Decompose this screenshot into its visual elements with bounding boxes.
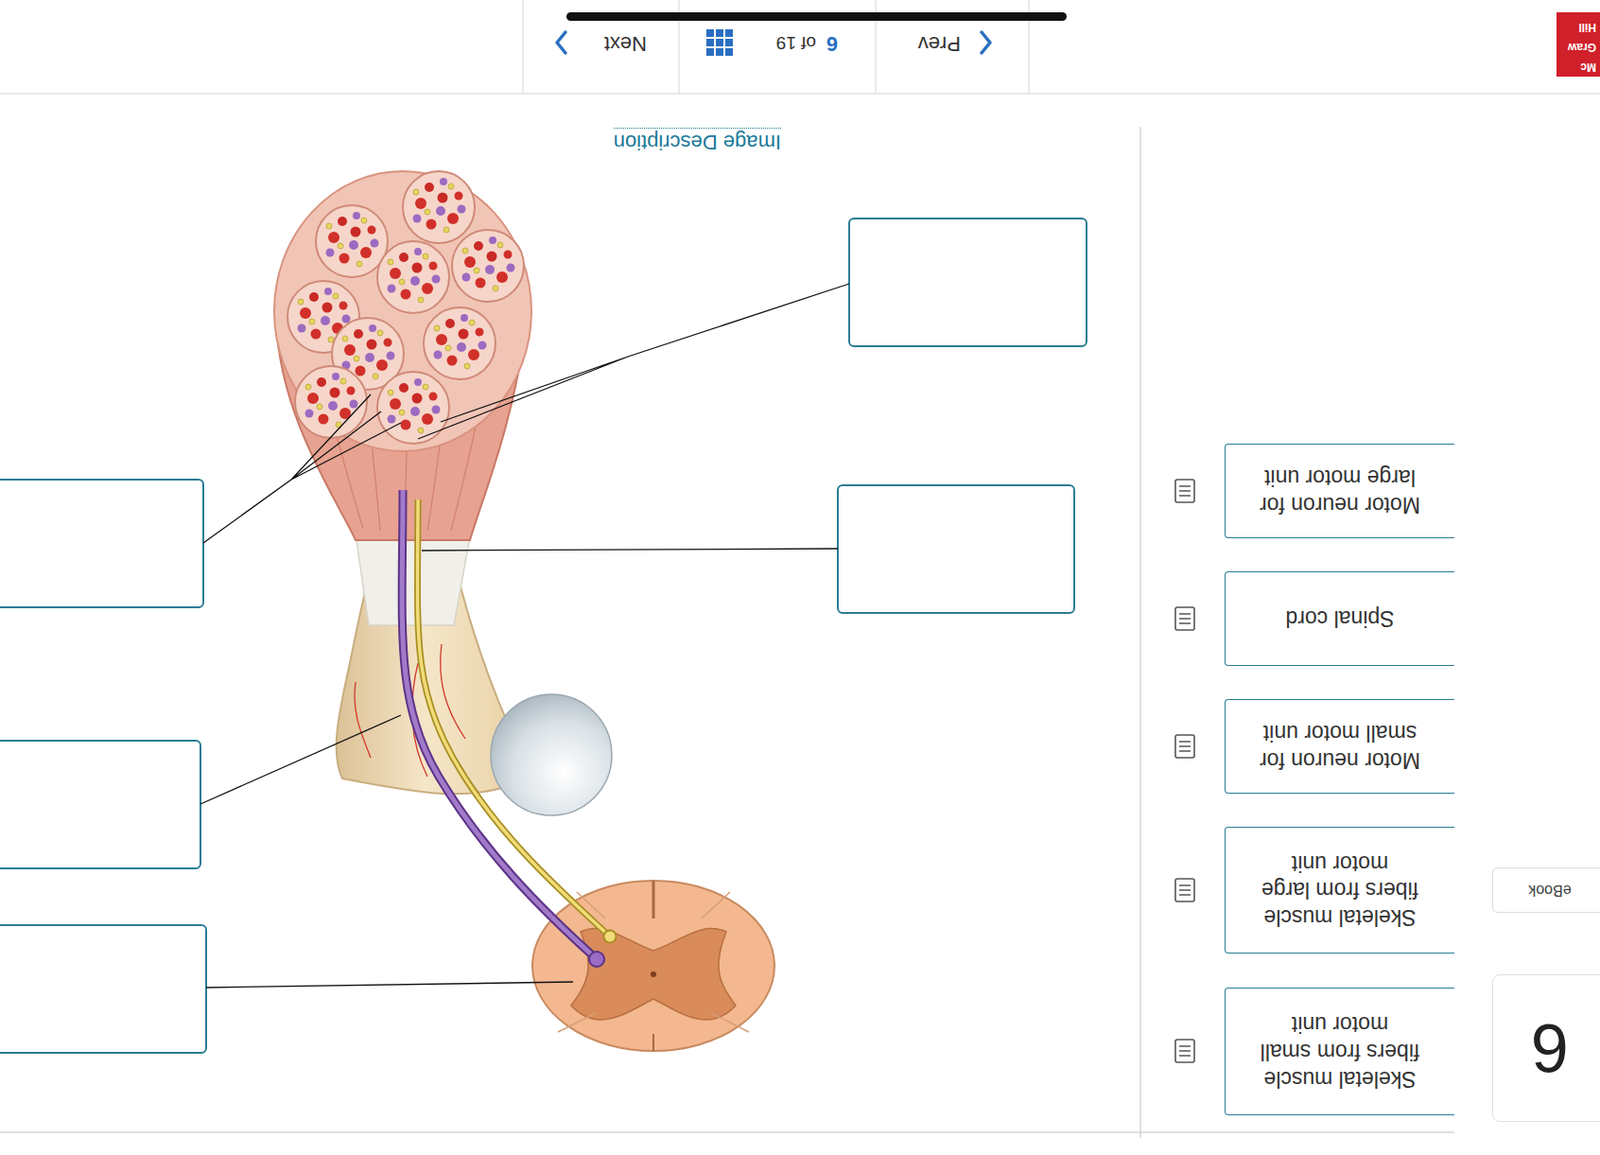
answer-label-box: Skeletal muscle fibers from large motor … (1224, 826, 1455, 954)
answer-label-box: Spinal cord (1224, 571, 1455, 666)
logo-text: Mc (1580, 60, 1597, 74)
answer-label-box: Skeletal muscle fibers from small motor … (1224, 987, 1455, 1115)
question-number-box: 6 (1492, 973, 1600, 1122)
box-text: eBook (1528, 881, 1571, 899)
ebook-button: eBook (1492, 867, 1600, 913)
box-text: Motor neuron for small motor unit (1242, 718, 1438, 774)
answer-label-box: Motor neuron for small motor unit (1224, 698, 1455, 794)
box-text: 6 (1530, 1008, 1569, 1087)
logo-text: Graw (1567, 40, 1597, 54)
page-current: 6 (826, 31, 838, 56)
nav-prev: Prev (918, 31, 961, 56)
logo-text: Hill (1578, 20, 1597, 35)
page-total: of 19 (776, 31, 817, 53)
box-text: Spinal cord (1285, 605, 1394, 633)
box-text: Motor neuron for large motor unit (1242, 463, 1438, 519)
nav-next: Next (604, 31, 647, 56)
box-text: Skeletal muscle fibers from large motor … (1242, 849, 1438, 931)
image-description-link: Image Description (613, 127, 782, 155)
box-text: Skeletal muscle fibers from small motor … (1242, 1009, 1438, 1092)
answer-label-box: Motor neuron for large motor unit (1224, 443, 1455, 539)
